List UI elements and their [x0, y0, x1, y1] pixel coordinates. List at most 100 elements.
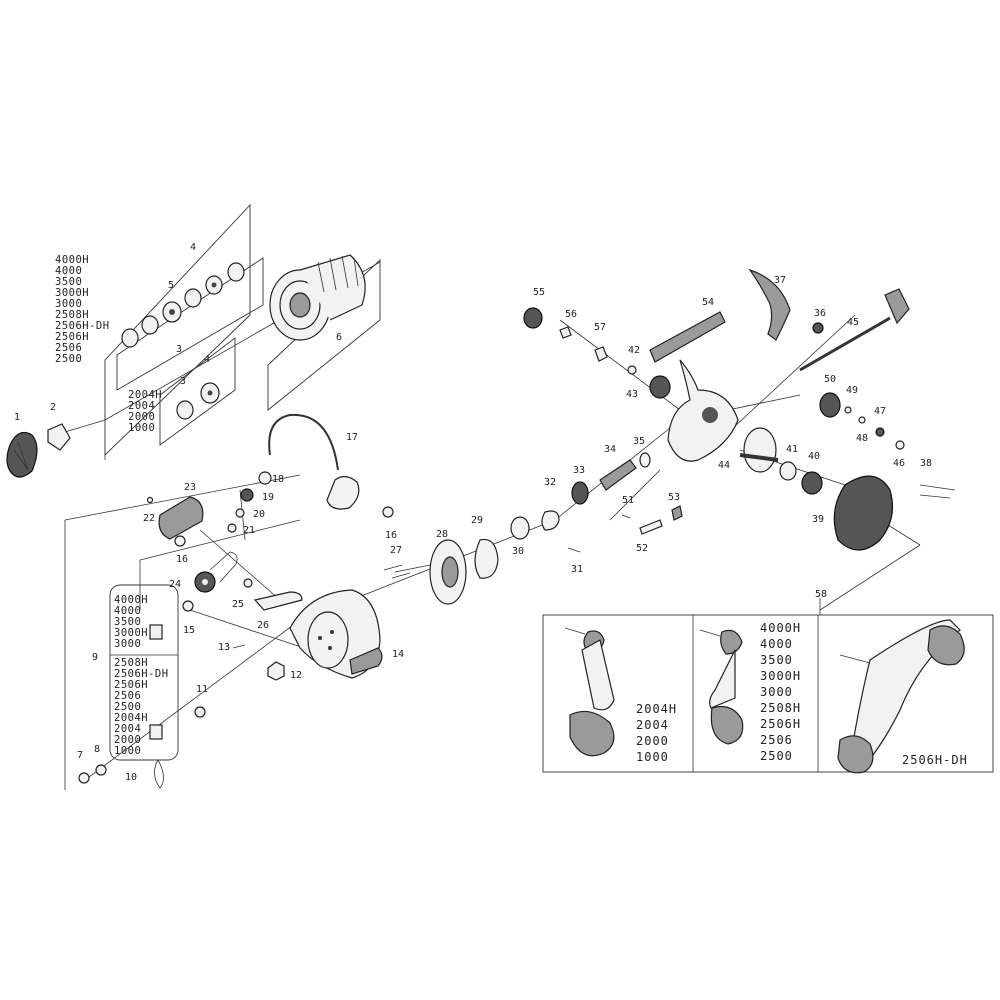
part-label-26: 26	[257, 620, 269, 631]
part-label-5: 5	[168, 280, 174, 291]
model-label: 4000H	[55, 254, 89, 266]
model-label: 3000	[55, 298, 82, 310]
part-label-1: 1	[14, 412, 20, 423]
model-label: 2508H	[760, 701, 801, 715]
part-label-29: 29	[471, 515, 483, 526]
model-label: 2506H	[114, 679, 148, 691]
part-drawing-10	[154, 759, 164, 789]
part-label-54: 54	[702, 297, 714, 308]
handle-model-list-middle: 4000H 4000 3500 3000H 3000 2508H 2506H 2…	[760, 621, 801, 763]
handle-model-list-right: 2506H-DH	[902, 753, 968, 767]
part-label-48: 48	[856, 433, 868, 444]
part-label-41: 41	[786, 444, 798, 455]
part-label-9: 9	[92, 652, 98, 663]
part-label-4-small: 4	[204, 354, 210, 365]
model-label: 2500	[760, 749, 793, 763]
model-label: 4000H	[760, 621, 801, 635]
part-label-16-bail: 16	[385, 530, 397, 541]
part-label-28: 28	[436, 529, 448, 540]
part-label-24: 24	[169, 579, 181, 590]
part-drawing-44	[739, 427, 779, 473]
model-label: 1000	[114, 745, 141, 757]
part-drawing-14	[289, 589, 383, 679]
part-drawing-2	[47, 423, 71, 451]
part-labels: 1 2 3 4 5 6 7 8 9 10 11 12 13 14 15 16 1…	[14, 242, 932, 783]
model-label: 2506H	[760, 717, 801, 731]
part-label-25: 25	[232, 599, 244, 610]
part-label-51: 51	[622, 495, 634, 506]
part-drawing-17	[268, 413, 339, 471]
model-label: 2508H	[55, 309, 89, 321]
part-label-47: 47	[874, 406, 886, 417]
model-label: 2506	[760, 733, 793, 747]
model-label: 1000	[636, 750, 669, 764]
model-label: 2506H	[55, 331, 89, 343]
part-label-11: 11	[196, 684, 208, 695]
part-drawing-34	[599, 459, 637, 491]
model-label: 2004	[636, 718, 669, 732]
part-drawings	[6, 254, 956, 789]
model-label: 3000H	[760, 669, 801, 683]
part-label-4: 4	[190, 242, 196, 253]
model-label: 3500	[760, 653, 793, 667]
part-label-40: 40	[808, 451, 820, 462]
part-label-55: 55	[533, 287, 545, 298]
part-label-31: 31	[571, 564, 583, 575]
part-label-36: 36	[814, 308, 826, 319]
part-label-39: 39	[812, 514, 824, 525]
bail-model-list-upper: 4000H 4000 3500 3000H 3000	[114, 594, 148, 650]
part-label-50: 50	[824, 374, 836, 385]
model-label: 3000H	[55, 287, 89, 299]
part-drawing-12	[267, 661, 285, 681]
model-label: 3000	[760, 685, 793, 699]
model-label: 2004	[114, 723, 141, 735]
part-label-58: 58	[815, 589, 827, 600]
part-label-3: 3	[176, 344, 182, 355]
part-label-38: 38	[920, 458, 932, 469]
model-label: 3500	[55, 276, 82, 288]
part-label-15: 15	[183, 625, 195, 636]
part-drawing-37	[748, 268, 791, 341]
part-drawing-6	[269, 254, 366, 341]
model-label: 2004H	[636, 702, 677, 716]
model-label: 2506H-DH	[114, 668, 169, 680]
model-label: 4000H	[114, 594, 148, 606]
part-drawing-32	[541, 510, 560, 531]
part-label-22: 22	[143, 513, 155, 524]
spool-model-list-small: 2004H 2004 2000 1000	[128, 389, 162, 434]
part-label-2: 2	[50, 402, 56, 413]
part-label-37: 37	[774, 275, 786, 286]
part-label-43: 43	[626, 389, 638, 400]
part-drawing-39	[833, 475, 893, 551]
part-label-32: 32	[544, 477, 556, 488]
model-label: 1000	[128, 422, 155, 434]
part-label-33: 33	[573, 465, 585, 476]
part-label-23: 23	[184, 482, 196, 493]
part-drawing-45	[799, 316, 891, 372]
part-label-16: 16	[176, 554, 188, 565]
part-label-18: 18	[272, 474, 284, 485]
part-drawing-55	[523, 307, 543, 329]
part-label-34: 34	[604, 444, 616, 455]
part-drawing-30	[510, 516, 530, 540]
model-label: 2506H-DH	[55, 320, 110, 332]
model-label: 2000	[128, 411, 155, 423]
model-label: 4000	[114, 605, 141, 617]
model-label: 2506H-DH	[902, 753, 968, 767]
part-drawing-50	[819, 392, 841, 418]
part-drawing-33	[571, 481, 589, 505]
model-label: 4000	[760, 637, 793, 651]
part-drawing-54	[649, 311, 739, 462]
part-label-6: 6	[336, 332, 342, 343]
part-label-30: 30	[512, 546, 524, 557]
part-label-44: 44	[718, 460, 730, 471]
part-label-46: 46	[893, 458, 905, 469]
part-label-27: 27	[390, 545, 402, 556]
model-label: 2506	[55, 342, 82, 354]
part-label-10: 10	[125, 772, 137, 783]
part-label-21: 21	[243, 525, 255, 536]
part-label-12: 12	[290, 670, 302, 681]
part-label-49: 49	[846, 385, 858, 396]
part-label-57: 57	[594, 322, 606, 333]
